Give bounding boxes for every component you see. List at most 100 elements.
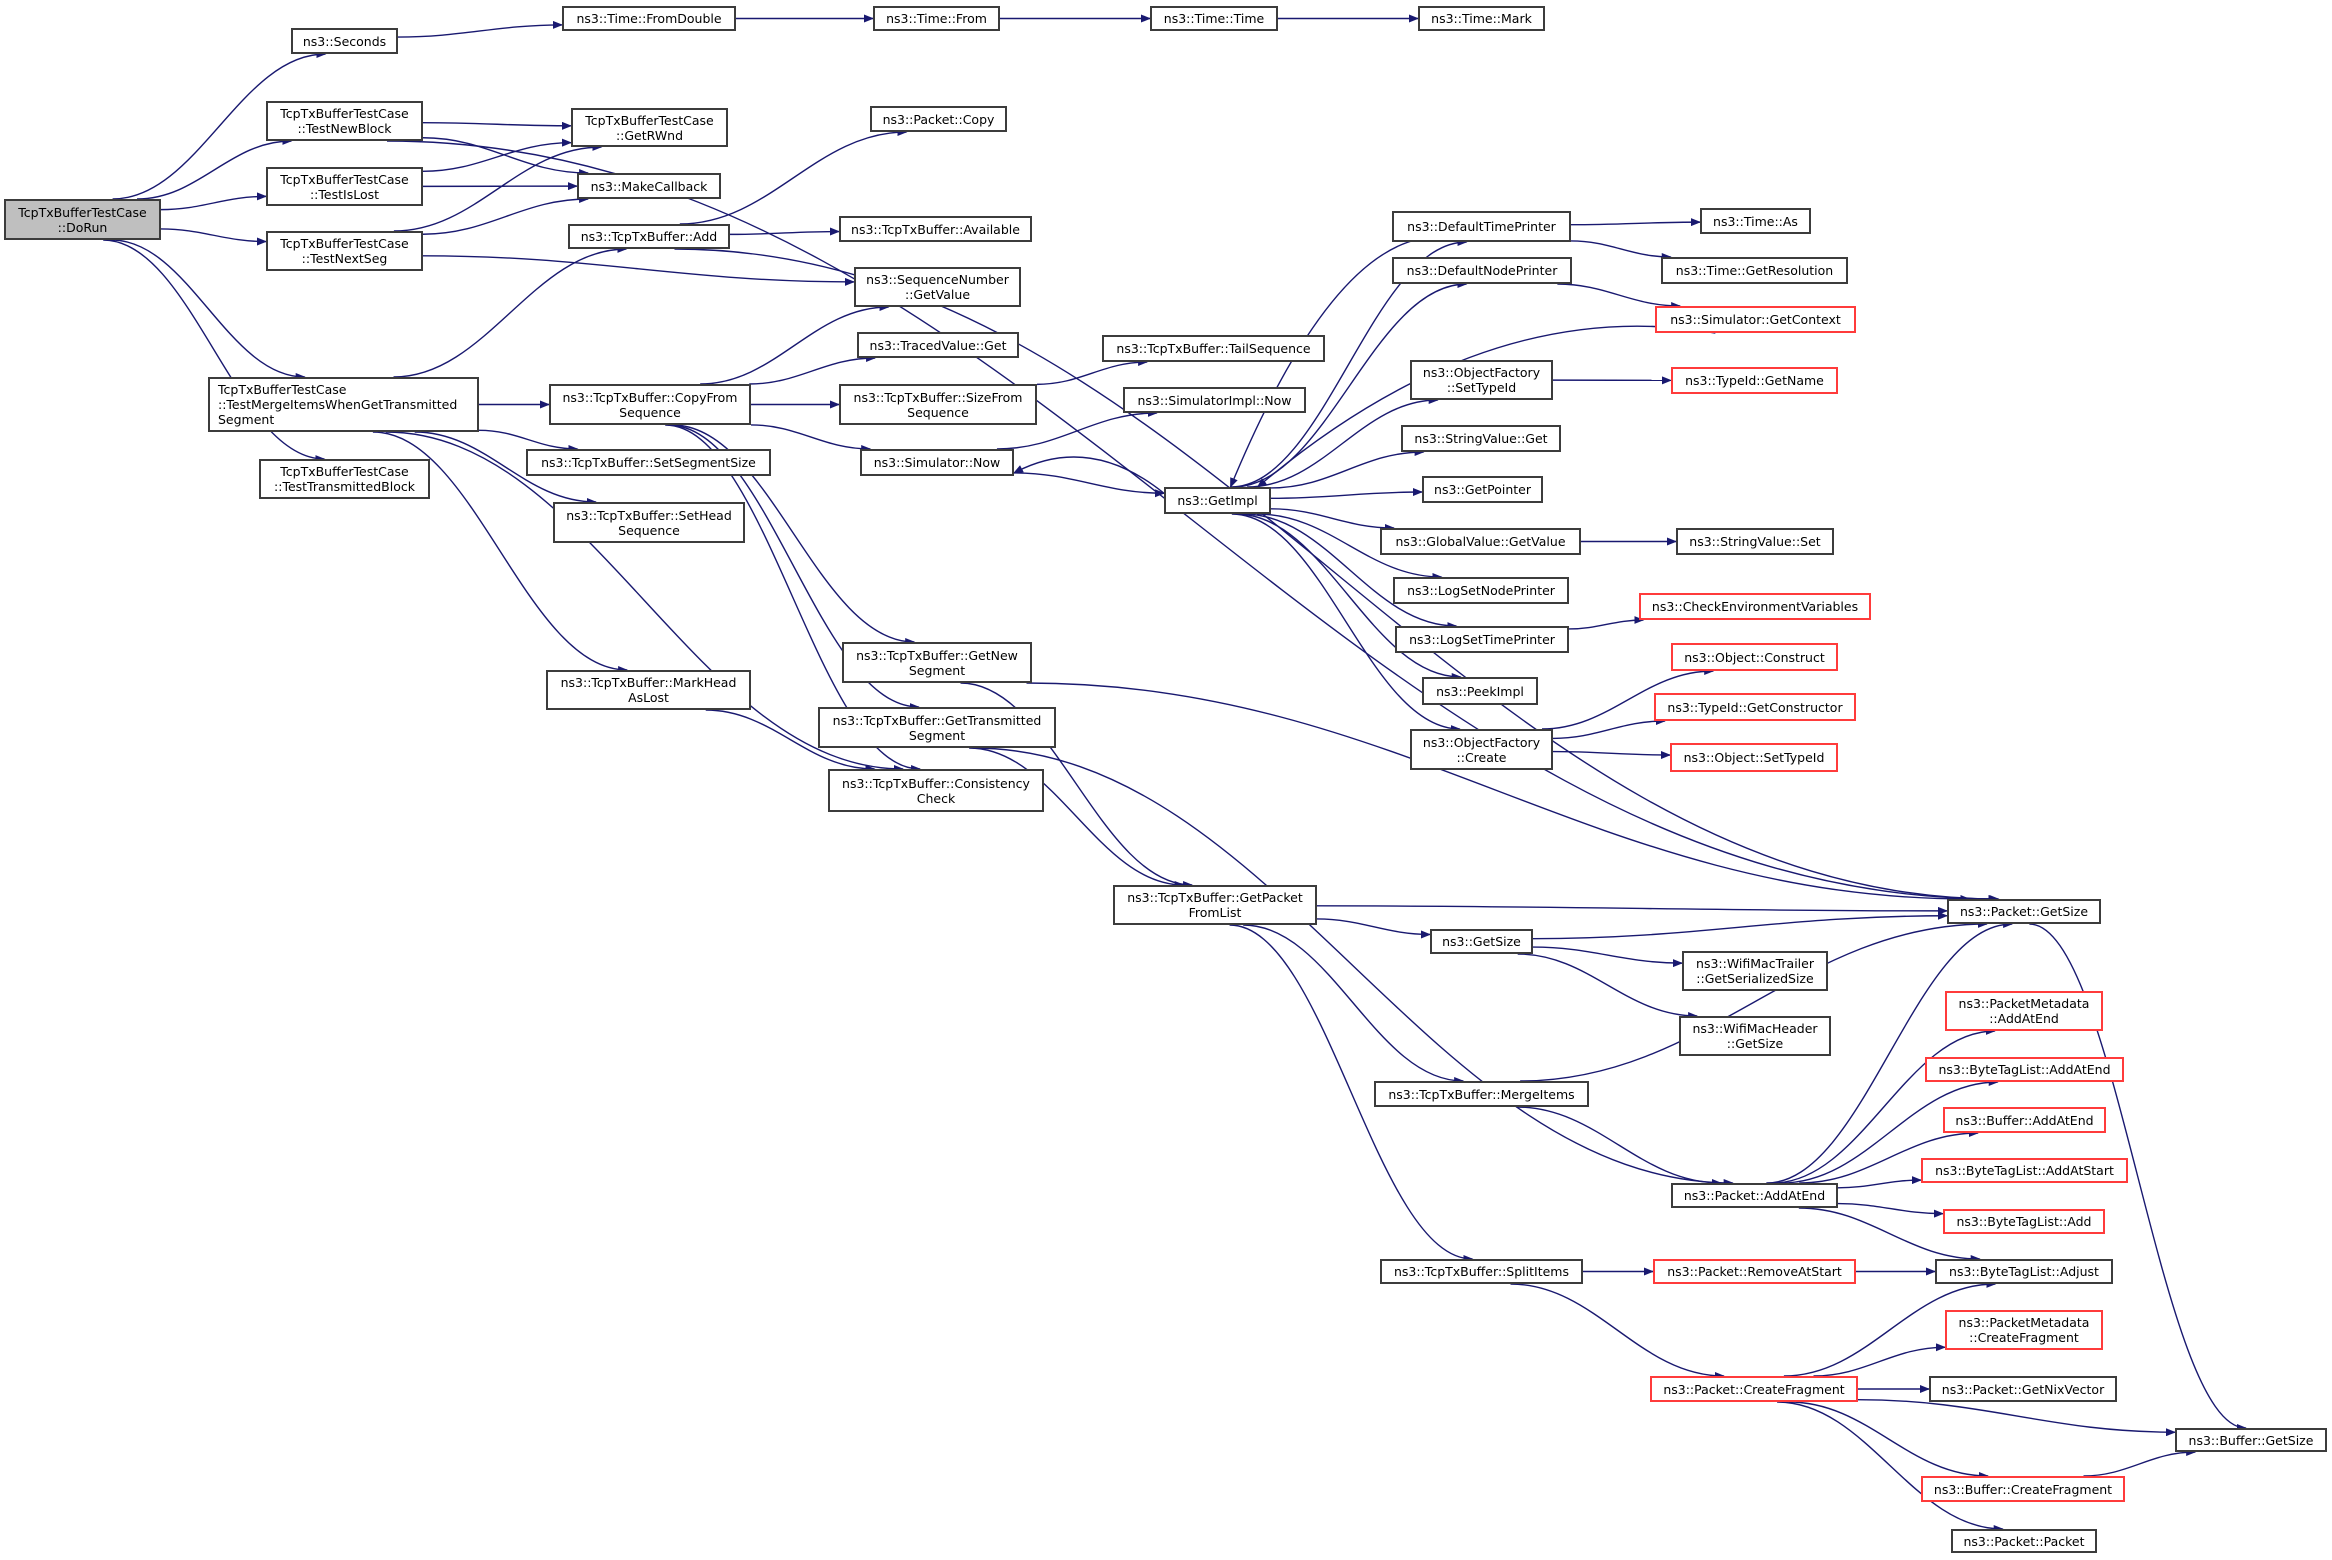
node-dorun[interactable]: TcpTxBufferTestCase ::DoRun <box>4 199 161 240</box>
node-time-mark[interactable]: ns3::Time::Mark <box>1418 6 1545 31</box>
node-makecallback[interactable]: ns3::MakeCallback <box>577 173 721 199</box>
edge-pktaddatend-to-btladdatstart <box>1837 1176 1922 1189</box>
node-seconds[interactable]: ns3::Seconds <box>291 28 398 54</box>
node-simulator-now[interactable]: ns3::Simulator::Now <box>860 449 1014 476</box>
node-bytetaglist-addatstart[interactable]: ns3::ByteTagList::AddAtStart <box>1921 1158 2128 1183</box>
node-defaultnodeprinter[interactable]: ns3::DefaultNodePrinter <box>1392 257 1572 284</box>
node-label: ns3::Packet::Packet <box>1963 1533 2085 1549</box>
node-packet-getsize[interactable]: ns3::Packet::GetSize <box>1947 899 2101 924</box>
node-label: ns3::StringValue::Get <box>1414 431 1548 446</box>
edge-getimpl-to-defnodeprinter <box>1233 280 1468 488</box>
node-sizefromsequence[interactable]: ns3::TcpTxBuffer::SizeFrom Sequence <box>839 384 1037 425</box>
node-object-construct[interactable]: ns3::Object::Construct <box>1671 643 1838 671</box>
node-buffer-getsize[interactable]: ns3::Buffer::GetSize <box>2175 1428 2327 1452</box>
node-checkenvironmentvariables[interactable]: ns3::CheckEnvironmentVariables <box>1639 593 1871 620</box>
edge-bufcreatefrag-to-bufgetsize <box>2083 1448 2197 1477</box>
edge-mergeitems-to-pktaddatend <box>1516 1106 1722 1187</box>
node-stringvalue-get[interactable]: ns3::StringValue::Get <box>1401 425 1561 452</box>
edge-copyfromseq-to-seqgetvalue <box>700 303 890 385</box>
node-splititems[interactable]: ns3::TcpTxBuffer::SplitItems <box>1380 1259 1583 1284</box>
edge-getimpl-to-simnow <box>1013 456 1165 494</box>
node-time-as[interactable]: ns3::Time::As <box>1700 208 1811 234</box>
node-testnextseg[interactable]: TcpTxBufferTestCase ::TestNextSeg <box>266 231 423 271</box>
node-mergeitems[interactable]: ns3::TcpTxBuffer::MergeItems <box>1374 1081 1589 1107</box>
node-getsize[interactable]: ns3::GetSize <box>1430 929 1533 954</box>
node-tcptxbuffer-available[interactable]: ns3::TcpTxBuffer::Available <box>839 216 1032 242</box>
edge-dorun-to-testtransmitted <box>103 239 326 463</box>
edge-getimpl-to-ofsettypeid <box>1247 396 1439 488</box>
node-gettransmittedsegment[interactable]: ns3::TcpTxBuffer::GetTransmitted Segment <box>818 707 1056 748</box>
node-time-getresolution[interactable]: ns3::Time::GetResolution <box>1661 257 1848 284</box>
node-tailsequence[interactable]: ns3::TcpTxBuffer::TailSequence <box>1102 335 1325 362</box>
edge-ofcreate-to-objconstruct <box>1541 667 1715 730</box>
node-markheadaslost[interactable]: ns3::TcpTxBuffer::MarkHead AsLost <box>546 670 751 710</box>
node-bytetaglist-add[interactable]: ns3::ByteTagList::Add <box>1943 1209 2105 1234</box>
node-getpointer[interactable]: ns3::GetPointer <box>1422 476 1543 503</box>
node-setsegmentsize[interactable]: ns3::TcpTxBuffer::SetSegmentSize <box>526 449 771 476</box>
node-label: ns3::Buffer::CreateFragment <box>1933 1481 2113 1497</box>
edge-getimpl-to-peekimpl <box>1236 513 1462 681</box>
node-label: ns3::TcpTxBuffer::SplitItems <box>1394 1264 1569 1279</box>
node-packet-getnixvector[interactable]: ns3::Packet::GetNixVector <box>1929 1376 2117 1402</box>
node-packetmetadata-createfragment[interactable]: ns3::PacketMetadata ::CreateFragment <box>1945 1310 2103 1350</box>
node-time-time[interactable]: ns3::Time::Time <box>1150 6 1278 31</box>
node-object-settypeid[interactable]: ns3::Object::SetTypeId <box>1670 743 1838 772</box>
node-wifimactrailer-getserializedsize[interactable]: ns3::WifiMacTrailer ::GetSerializedSize <box>1682 951 1828 991</box>
node-getrwnd[interactable]: TcpTxBufferTestCase ::GetRWnd <box>571 108 728 147</box>
node-logsetnodeprinter[interactable]: ns3::LogSetNodePrinter <box>1393 577 1569 604</box>
node-simulatorimpl-now[interactable]: ns3::SimulatorImpl::Now <box>1123 387 1306 413</box>
node-typeid-getname[interactable]: ns3::TypeId::GetName <box>1671 367 1838 394</box>
node-testmergeitems[interactable]: TcpTxBufferTestCase ::TestMergeItemsWhen… <box>208 377 479 432</box>
node-packet-createfragment[interactable]: ns3::Packet::CreateFragment <box>1650 1376 1858 1402</box>
edge-seconds-to-fromdouble <box>397 20 563 38</box>
node-buffer-addatend[interactable]: ns3::Buffer::AddAtEnd <box>1943 1107 2106 1133</box>
edge-testmerge-to-add <box>393 245 628 378</box>
node-tcptxbuffer-add[interactable]: ns3::TcpTxBuffer::Add <box>568 224 730 249</box>
node-peekimpl[interactable]: ns3::PeekImpl <box>1422 677 1538 705</box>
node-simulator-getcontext[interactable]: ns3::Simulator::GetContext <box>1655 306 1856 333</box>
node-time-fromdouble[interactable]: ns3::Time::FromDouble <box>562 6 736 31</box>
node-time-from[interactable]: ns3::Time::From <box>873 6 1000 31</box>
node-consistencycheck[interactable]: ns3::TcpTxBuffer::Consistency Check <box>828 769 1044 812</box>
node-wifimacheader-getsize[interactable]: ns3::WifiMacHeader ::GetSize <box>1679 1016 1831 1056</box>
node-objectfactory-settypeid[interactable]: ns3::ObjectFactory ::SetTypeId <box>1410 360 1553 400</box>
node-packet-addatend[interactable]: ns3::Packet::AddAtEnd <box>1671 1183 1838 1208</box>
edge-sizefromseq-to-tailseq <box>1036 358 1149 386</box>
node-typeid-getconstructor[interactable]: ns3::TypeId::GetConstructor <box>1654 693 1856 721</box>
node-bytetaglist-addatend[interactable]: ns3::ByteTagList::AddAtEnd <box>1925 1057 2124 1082</box>
node-packetmetadata-addatend[interactable]: ns3::PacketMetadata ::AddAtEnd <box>1945 991 2103 1031</box>
node-testislost[interactable]: TcpTxBufferTestCase ::TestIsLost <box>266 167 423 206</box>
edge-pktcreatefrag-to-bufcreatefrag <box>1788 1401 1990 1480</box>
node-buffer-createfragment[interactable]: ns3::Buffer::CreateFragment <box>1921 1476 2125 1502</box>
node-sequencenumber-getvalue[interactable]: ns3::SequenceNumber ::GetValue <box>854 267 1021 307</box>
node-label: ns3::ObjectFactory ::SetTypeId <box>1422 365 1541 395</box>
node-globalvalue-getvalue[interactable]: ns3::GlobalValue::GetValue <box>1380 528 1581 555</box>
edge-getsize-to-wifitrailer <box>1532 946 1683 968</box>
node-objectfactory-create[interactable]: ns3::ObjectFactory ::Create <box>1410 729 1553 770</box>
edge-logsettime-to-checkenv <box>1568 616 1645 630</box>
node-getnewsegment[interactable]: ns3::TcpTxBuffer::GetNew Segment <box>842 642 1032 683</box>
node-packet-packet[interactable]: ns3::Packet::Packet <box>1951 1529 2097 1553</box>
node-label: ns3::Seconds <box>302 33 387 49</box>
edge-add-to-packetcopy <box>679 128 908 225</box>
edge-pktaddatend-to-bufaddatend <box>1799 1129 1980 1184</box>
node-label: ns3::ByteTagList::AddAtStart <box>1935 1163 2114 1178</box>
node-logsettimeprinter[interactable]: ns3::LogSetTimePrinter <box>1395 626 1569 653</box>
node-label: TcpTxBufferTestCase ::TestMergeItemsWhen… <box>218 382 458 427</box>
node-tracedvalue-get[interactable]: ns3::TracedValue::Get <box>857 332 1019 358</box>
node-copyfromsequence[interactable]: ns3::TcpTxBuffer::CopyFrom Sequence <box>549 384 751 425</box>
node-stringvalue-set[interactable]: ns3::StringValue::Set <box>1676 528 1834 555</box>
edge-getpktfromlist-to-getsize <box>1316 918 1431 939</box>
node-defaulttimeprinter[interactable]: ns3::DefaultTimePrinter <box>1392 211 1571 242</box>
node-getpacketfromlist[interactable]: ns3::TcpTxBuffer::GetPacket FromList <box>1113 885 1317 925</box>
node-packet-removeatstart[interactable]: ns3::Packet::RemoveAtStart <box>1653 1259 1856 1284</box>
node-setheadsequence[interactable]: ns3::TcpTxBuffer::SetHead Sequence <box>553 502 745 543</box>
node-testnewblock[interactable]: TcpTxBufferTestCase ::TestNewBlock <box>266 101 423 141</box>
node-testtransmittedblock[interactable]: TcpTxBufferTestCase ::TestTransmittedBlo… <box>259 459 430 499</box>
node-label: TcpTxBufferTestCase ::TestNextSeg <box>280 236 409 266</box>
node-packet-copy[interactable]: ns3::Packet::Copy <box>870 106 1007 132</box>
edge-dorun-to-testnewblock <box>137 137 293 200</box>
node-bytetaglist-adjust[interactable]: ns3::ByteTagList::Adjust <box>1935 1259 2113 1284</box>
edge-pktaddatend-to-pktgetsize <box>1766 920 2014 1184</box>
node-getimpl[interactable]: ns3::GetImpl <box>1164 487 1271 514</box>
